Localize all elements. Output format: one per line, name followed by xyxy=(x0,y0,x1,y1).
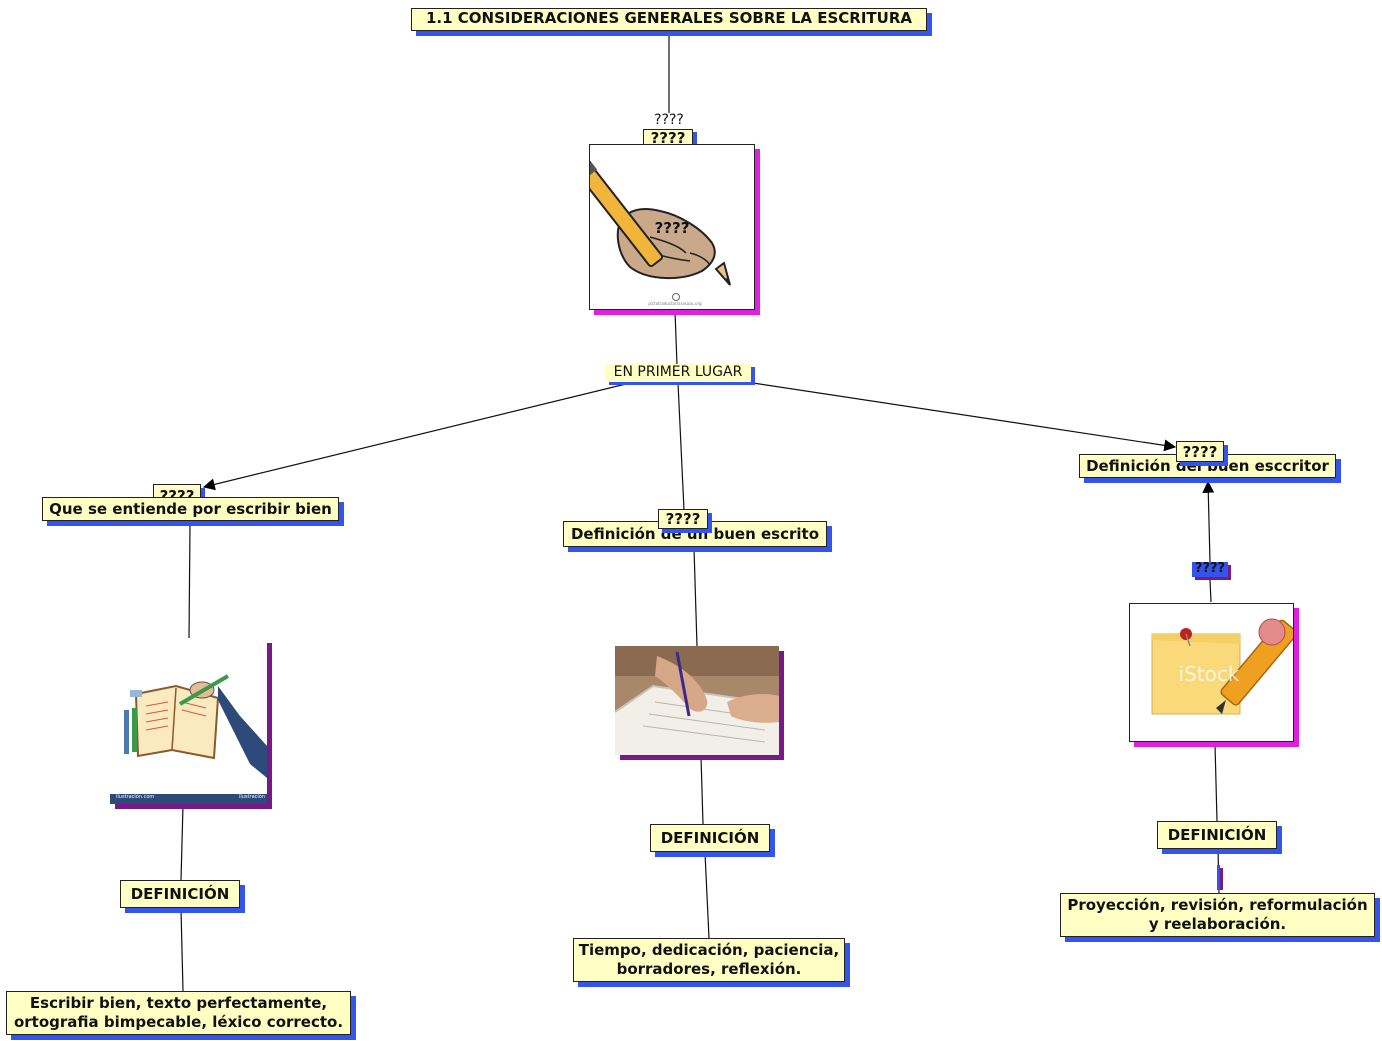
link-right-image-to-def xyxy=(1214,743,1218,822)
link-first-to-right xyxy=(752,382,1177,452)
title-node[interactable]: 1.1 CONSIDERACIONES GENERALES SOBRE LA E… xyxy=(411,8,927,31)
link-left-def-to-text xyxy=(180,908,184,992)
sticky-note-pencil-icon xyxy=(1151,618,1293,715)
center-definition-label[interactable]: DEFINICIÓN xyxy=(650,824,770,852)
link-center-image-to-def xyxy=(700,755,704,825)
link-label-first[interactable]: EN PRIMER LUGAR xyxy=(605,364,751,382)
link-first-to-left xyxy=(202,382,631,491)
right-note-image[interactable]: iStock xyxy=(1129,603,1294,742)
right-definition-label[interactable]: DEFINICIÓN xyxy=(1157,821,1277,849)
right-tag[interactable]: ???? xyxy=(1176,441,1224,462)
link-center-heading-to-image xyxy=(693,547,698,647)
link-right-image-to-tag xyxy=(1209,579,1212,603)
writing-hand-icon xyxy=(590,158,731,301)
left-definition-label[interactable]: DEFINICIÓN xyxy=(120,880,240,908)
notebook-writing-icon xyxy=(110,638,267,804)
link-first-to-center xyxy=(677,382,685,511)
link-center-def-to-text xyxy=(704,852,710,939)
left-image-caption: ilustración.com xyxy=(116,794,155,800)
writing-hand-overlay: ???? xyxy=(654,219,690,237)
center-writing-image[interactable] xyxy=(615,646,779,755)
center-definition-text[interactable]: Tiempo, dedicación, paciencia, borradore… xyxy=(573,938,845,982)
notebook-photo-icon xyxy=(615,646,779,755)
right-link-tag[interactable]: ???? xyxy=(1192,562,1228,577)
left-image-caption-right: ilustración xyxy=(239,794,265,800)
writing-hand-image[interactable]: ???? pictotraductor/arasaac.org xyxy=(589,144,755,310)
left-heading[interactable]: Que se entiende por escribir bien xyxy=(42,497,339,521)
center-tag[interactable]: ???? xyxy=(658,509,708,529)
right-image-watermark: iStock xyxy=(1178,662,1240,686)
left-tag[interactable]: ???? xyxy=(153,484,201,498)
link-right-tag-to-heading xyxy=(1202,480,1215,563)
left-definition-text[interactable]: Escribir bien, texto perfectamente, orto… xyxy=(6,991,351,1035)
right-definition-text[interactable]: Proyección, revisión, reformulación y re… xyxy=(1060,893,1375,937)
link-label-top: ???? xyxy=(654,112,684,128)
image-credit: pictotraductor/arasaac.org xyxy=(648,301,702,306)
link-left-image-to-def xyxy=(180,804,184,881)
link-left-heading-to-image xyxy=(188,524,191,639)
left-writing-image[interactable]: ilustración.com ilustración xyxy=(110,638,267,804)
link-hand-to-first xyxy=(674,310,678,366)
